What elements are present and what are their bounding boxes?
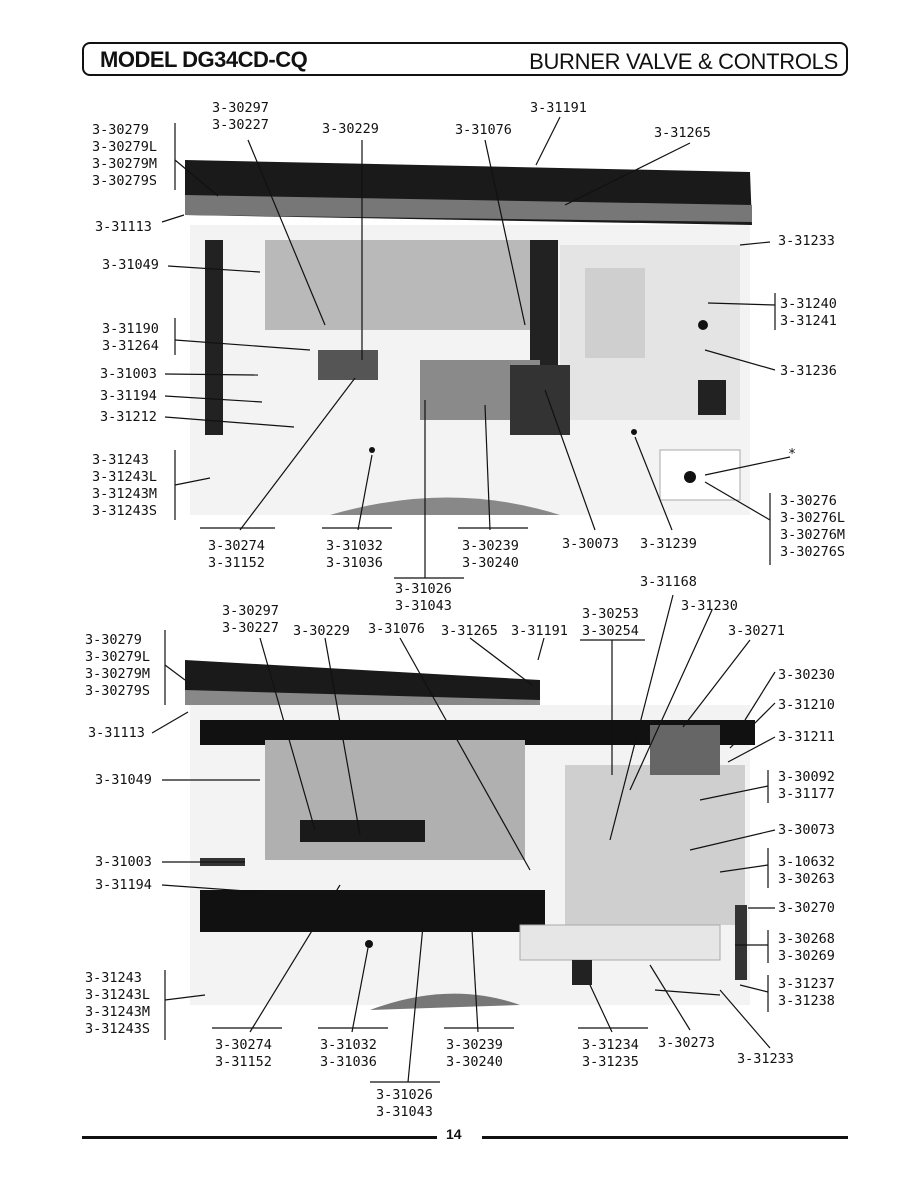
callout-top-31113: 3-31113 [95, 219, 152, 235]
callout-top-30229: 3-30229 [322, 121, 379, 137]
callout-bottom-31233: 3-31233 [737, 1051, 794, 1067]
footer-rule-left [82, 1136, 437, 1139]
callout-top-asterisk: * [788, 446, 797, 462]
callout-top-31236: 3-31236 [780, 363, 837, 379]
callout-bottom-31113: 3-31113 [88, 725, 145, 741]
callout-bottom-30270: 3-30270 [778, 900, 835, 916]
callout-bottom-30229: 3-30229 [293, 623, 350, 639]
callout-bottom-31194: 3-31194 [95, 877, 152, 893]
callout-bottom-30230: 3-30230 [778, 667, 835, 683]
page-header: MODEL DG34CD-CQ BURNER VALVE & CONTROLS [82, 42, 848, 76]
callout-top-31191: 3-31191 [530, 100, 587, 116]
callout-bottom-31076: 3-31076 [368, 621, 425, 637]
callout-top-30073: 3-30073 [562, 536, 619, 552]
callout-bottom-31210: 3-31210 [778, 697, 835, 713]
callout-bottom-30273: 3-30273 [658, 1035, 715, 1051]
bottom-photo [185, 660, 755, 1010]
model-title: MODEL DG34CD-CQ [100, 47, 308, 72]
callout-top-31003: 3-31003 [100, 366, 157, 382]
callout-top-31049: 3-31049 [102, 257, 159, 273]
callout-top-31265: 3-31265 [654, 125, 711, 141]
callout-bottom-30073: 3-30073 [778, 822, 835, 838]
callout-bottom-30271: 3-30271 [728, 623, 785, 639]
callout-top-31233: 3-31233 [778, 233, 835, 249]
callout-bottom-31230: 3-31230 [681, 598, 738, 614]
top-photo [185, 160, 752, 515]
callout-bottom-31191: 3-31191 [511, 623, 568, 639]
callout-top-31076: 3-31076 [455, 122, 512, 138]
callout-bottom-31168: 3-31168 [640, 574, 697, 590]
callout-top-31194: 3-31194 [100, 388, 157, 404]
callout-bottom-31049: 3-31049 [95, 772, 152, 788]
section-title: BURNER VALVE & CONTROLS [529, 49, 838, 74]
callout-bottom-31211: 3-31211 [778, 729, 835, 745]
footer-rule-right [482, 1136, 848, 1139]
page-number: 14 [446, 1126, 462, 1142]
leader-lines [151, 116, 791, 1083]
callout-top-31212: 3-31212 [100, 409, 157, 425]
callout-bottom-31003: 3-31003 [95, 854, 152, 870]
callout-top-31239: 3-31239 [640, 536, 697, 552]
callout-bottom-31265: 3-31265 [441, 623, 498, 639]
